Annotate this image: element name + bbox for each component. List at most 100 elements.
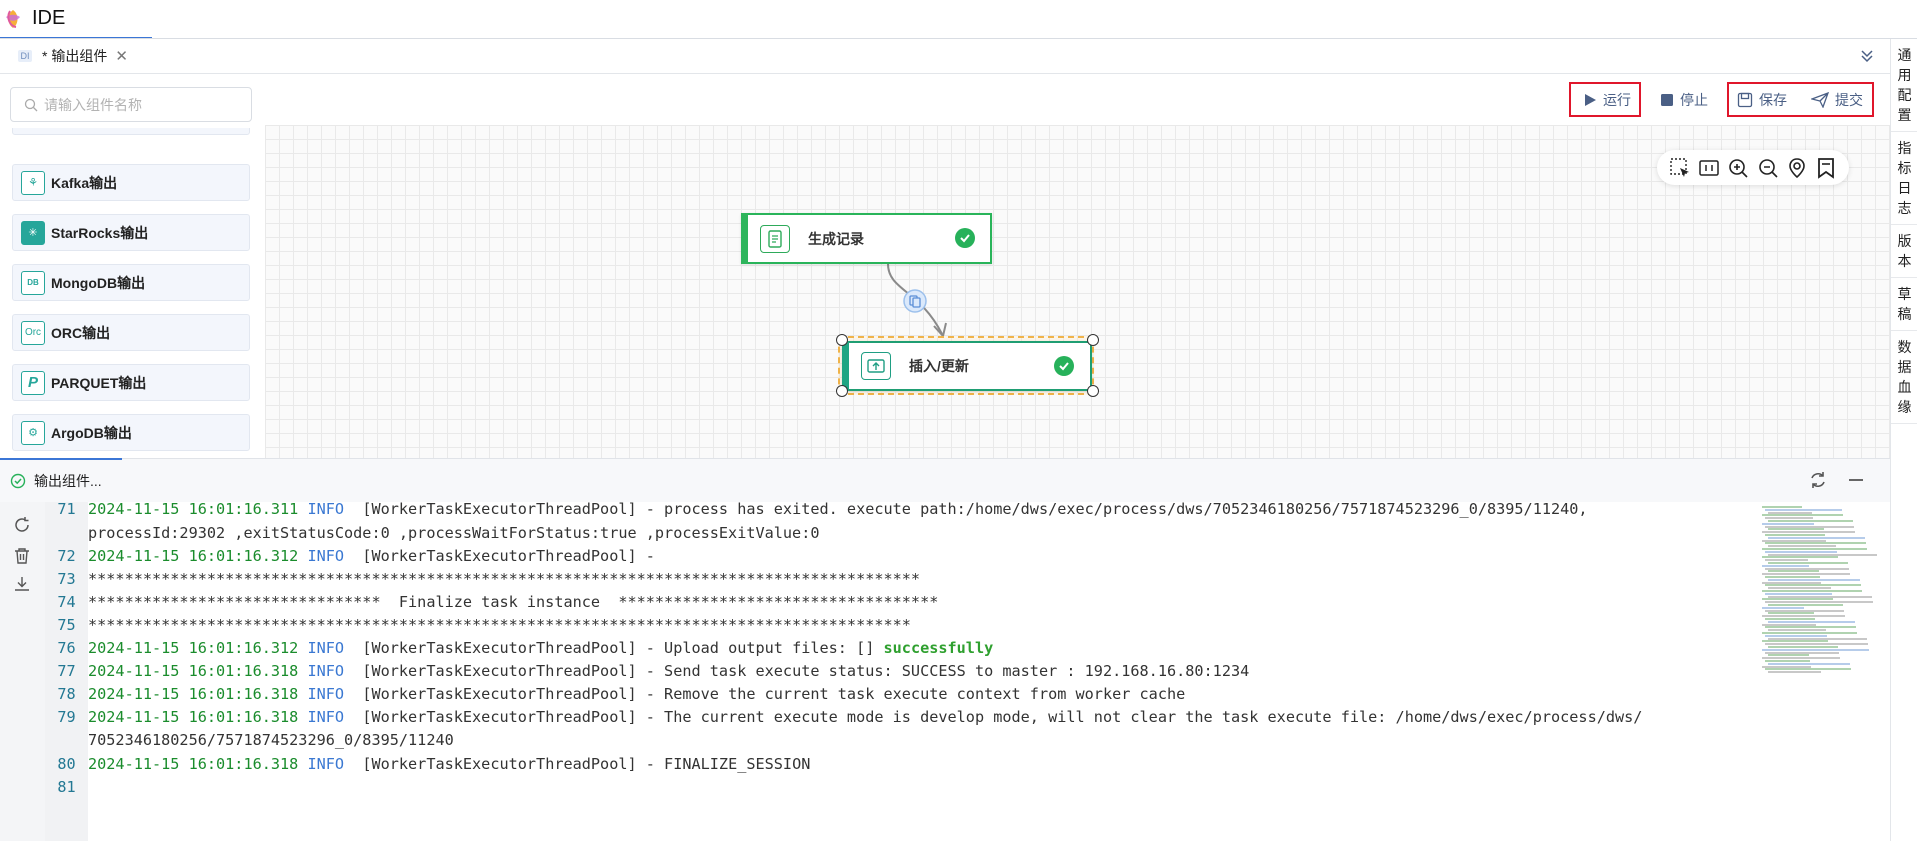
minimap-line bbox=[1762, 556, 1838, 559]
log-message: 7052346180256/7571874523296_0/8395/11240 bbox=[88, 731, 454, 749]
success-circle-icon bbox=[10, 473, 26, 488]
log-success-text: successfully bbox=[883, 639, 994, 657]
search-input[interactable] bbox=[44, 96, 234, 113]
minimap-line bbox=[1762, 564, 1809, 567]
minimap-line bbox=[1765, 643, 1868, 646]
sidebar-tab-char: 配 bbox=[1897, 87, 1912, 103]
minimap-line bbox=[1768, 654, 1809, 657]
chevron-double-down-icon[interactable] bbox=[1858, 47, 1876, 65]
refresh-icon[interactable] bbox=[13, 516, 31, 534]
log-level: INFO bbox=[307, 547, 345, 565]
minimap-line bbox=[1762, 648, 1869, 651]
component-item-parquet[interactable]: P PARQUET输出 bbox=[12, 364, 250, 401]
box-select-icon[interactable] bbox=[1669, 157, 1691, 179]
log-level: INFO bbox=[307, 708, 345, 726]
submit-button[interactable]: 提交 bbox=[1811, 85, 1863, 115]
component-search[interactable] bbox=[10, 87, 252, 122]
resize-handle-top-right[interactable] bbox=[1087, 334, 1099, 346]
document-icon bbox=[760, 224, 790, 253]
sidebar-tab-data-lineage[interactable]: 数据血缘 bbox=[1891, 331, 1917, 424]
resize-handle-bottom-left[interactable] bbox=[836, 385, 848, 397]
log-panel-tab[interactable]: 输出组件... bbox=[34, 472, 102, 489]
component-item-mongodb[interactable]: DB MongoDB输出 bbox=[12, 264, 250, 301]
minimap-line bbox=[1765, 576, 1820, 578]
minimap-line bbox=[1765, 525, 1854, 528]
line-number: 73 bbox=[57, 570, 76, 588]
minimap-line bbox=[1762, 665, 1811, 668]
sidebar-tab-general-config[interactable]: 通用配置 bbox=[1891, 39, 1917, 132]
minimap-line bbox=[1768, 629, 1826, 632]
minimap-line bbox=[1768, 662, 1850, 665]
log-tab-active-indicator bbox=[0, 458, 122, 460]
minimap-line bbox=[1765, 517, 1813, 520]
minimap-line bbox=[1762, 573, 1850, 576]
minimap-line bbox=[1765, 601, 1873, 604]
resize-handle-bottom-right[interactable] bbox=[1087, 385, 1099, 397]
log-level: INFO bbox=[307, 639, 345, 657]
line-number: 78 bbox=[57, 685, 76, 703]
sidebar-tab-char: 据 bbox=[1897, 359, 1912, 375]
canvas-zoom-toolbar bbox=[1657, 150, 1849, 185]
sync-icon[interactable] bbox=[1808, 470, 1828, 490]
save-icon bbox=[1737, 92, 1753, 108]
zoom-out-icon[interactable] bbox=[1757, 157, 1779, 179]
log-timestamp: 2024-11-15 16:01:16.312 bbox=[88, 639, 308, 657]
sidebar-tab-draft[interactable]: 草稿 bbox=[1891, 278, 1917, 331]
minimap-line bbox=[1768, 562, 1848, 564]
canvas-toolbar bbox=[265, 75, 1890, 125]
save-button[interactable]: 保存 bbox=[1737, 85, 1787, 115]
flow-canvas[interactable] bbox=[265, 125, 1890, 458]
log-text: ****************************************… bbox=[88, 614, 911, 637]
minimap-line bbox=[1762, 531, 1855, 534]
bookmark-icon[interactable] bbox=[1815, 157, 1837, 179]
title-bar: IDE bbox=[0, 0, 1917, 37]
sidebar-tab-char: 置 bbox=[1897, 107, 1912, 123]
sidebar-tab-char: 数 bbox=[1897, 339, 1912, 355]
component-label: ORC输出 bbox=[51, 324, 111, 341]
trash-icon[interactable] bbox=[13, 547, 31, 565]
log-minimap[interactable] bbox=[1760, 502, 1877, 682]
node-generate-records[interactable]: 生成记录 bbox=[741, 213, 992, 264]
sidebar-tab-version[interactable]: 版本 bbox=[1891, 225, 1917, 278]
component-label: PARQUET输出 bbox=[51, 374, 147, 391]
minimize-icon[interactable] bbox=[1846, 470, 1866, 490]
line-number: 72 bbox=[57, 547, 76, 565]
locate-icon[interactable] bbox=[1786, 157, 1808, 179]
component-item-kafka[interactable]: ⚘ Kafka输出 bbox=[12, 164, 250, 201]
download-icon[interactable] bbox=[13, 575, 31, 593]
tab-close-icon[interactable]: ✕ bbox=[115, 48, 128, 65]
component-label: MongoDB输出 bbox=[51, 274, 146, 291]
zoom-in-icon[interactable] bbox=[1727, 157, 1749, 179]
stop-button[interactable]: 停止 bbox=[1660, 85, 1708, 115]
minimap-line bbox=[1765, 634, 1827, 637]
sidebar-tab-metric-log[interactable]: 指标日志 bbox=[1891, 132, 1917, 225]
log-message: ******************************** Finaliz… bbox=[88, 593, 939, 611]
resize-handle-top-left[interactable] bbox=[836, 334, 848, 346]
minimap-line bbox=[1765, 542, 1866, 545]
tab-label: * 输出组件 bbox=[42, 48, 108, 64]
layout-icon[interactable] bbox=[1698, 157, 1720, 179]
log-text: 2024-11-15 16:01:16.311 INFO [WorkerTask… bbox=[88, 498, 1588, 522]
log-tools bbox=[0, 502, 45, 841]
log-line: 73**************************************… bbox=[45, 568, 1755, 591]
line-number: 71 bbox=[57, 500, 76, 518]
minimap-line bbox=[1765, 626, 1856, 629]
node-insert-update[interactable]: 插入/更新 bbox=[842, 341, 1092, 391]
argodb-icon: ⚙ bbox=[21, 420, 45, 445]
minimap-line bbox=[1765, 609, 1844, 612]
run-button[interactable]: 运行 bbox=[1583, 85, 1631, 115]
list-item-partial[interactable] bbox=[12, 128, 250, 135]
starrocks-icon: ✳ bbox=[21, 220, 45, 245]
minimap-line bbox=[1768, 520, 1853, 522]
run-label: 运行 bbox=[1603, 92, 1631, 108]
component-item-orc[interactable]: Orc ORC输出 bbox=[12, 314, 250, 351]
log-text: processId:29302 ,exitStatusCode:0 ,proce… bbox=[88, 522, 820, 546]
orc-icon: Orc bbox=[21, 320, 45, 345]
tab-output-component[interactable]: DI * 输出组件 ✕ bbox=[0, 39, 128, 74]
component-item-starrocks[interactable]: ✳ StarRocks输出 bbox=[12, 214, 250, 251]
log-text: 7052346180256/7571874523296_0/8395/11240 bbox=[88, 729, 454, 753]
component-item-argodb[interactable]: ⚙ ArgoDB输出 bbox=[12, 414, 250, 451]
minimap-line bbox=[1765, 660, 1810, 662]
flow-edge[interactable] bbox=[870, 260, 960, 340]
